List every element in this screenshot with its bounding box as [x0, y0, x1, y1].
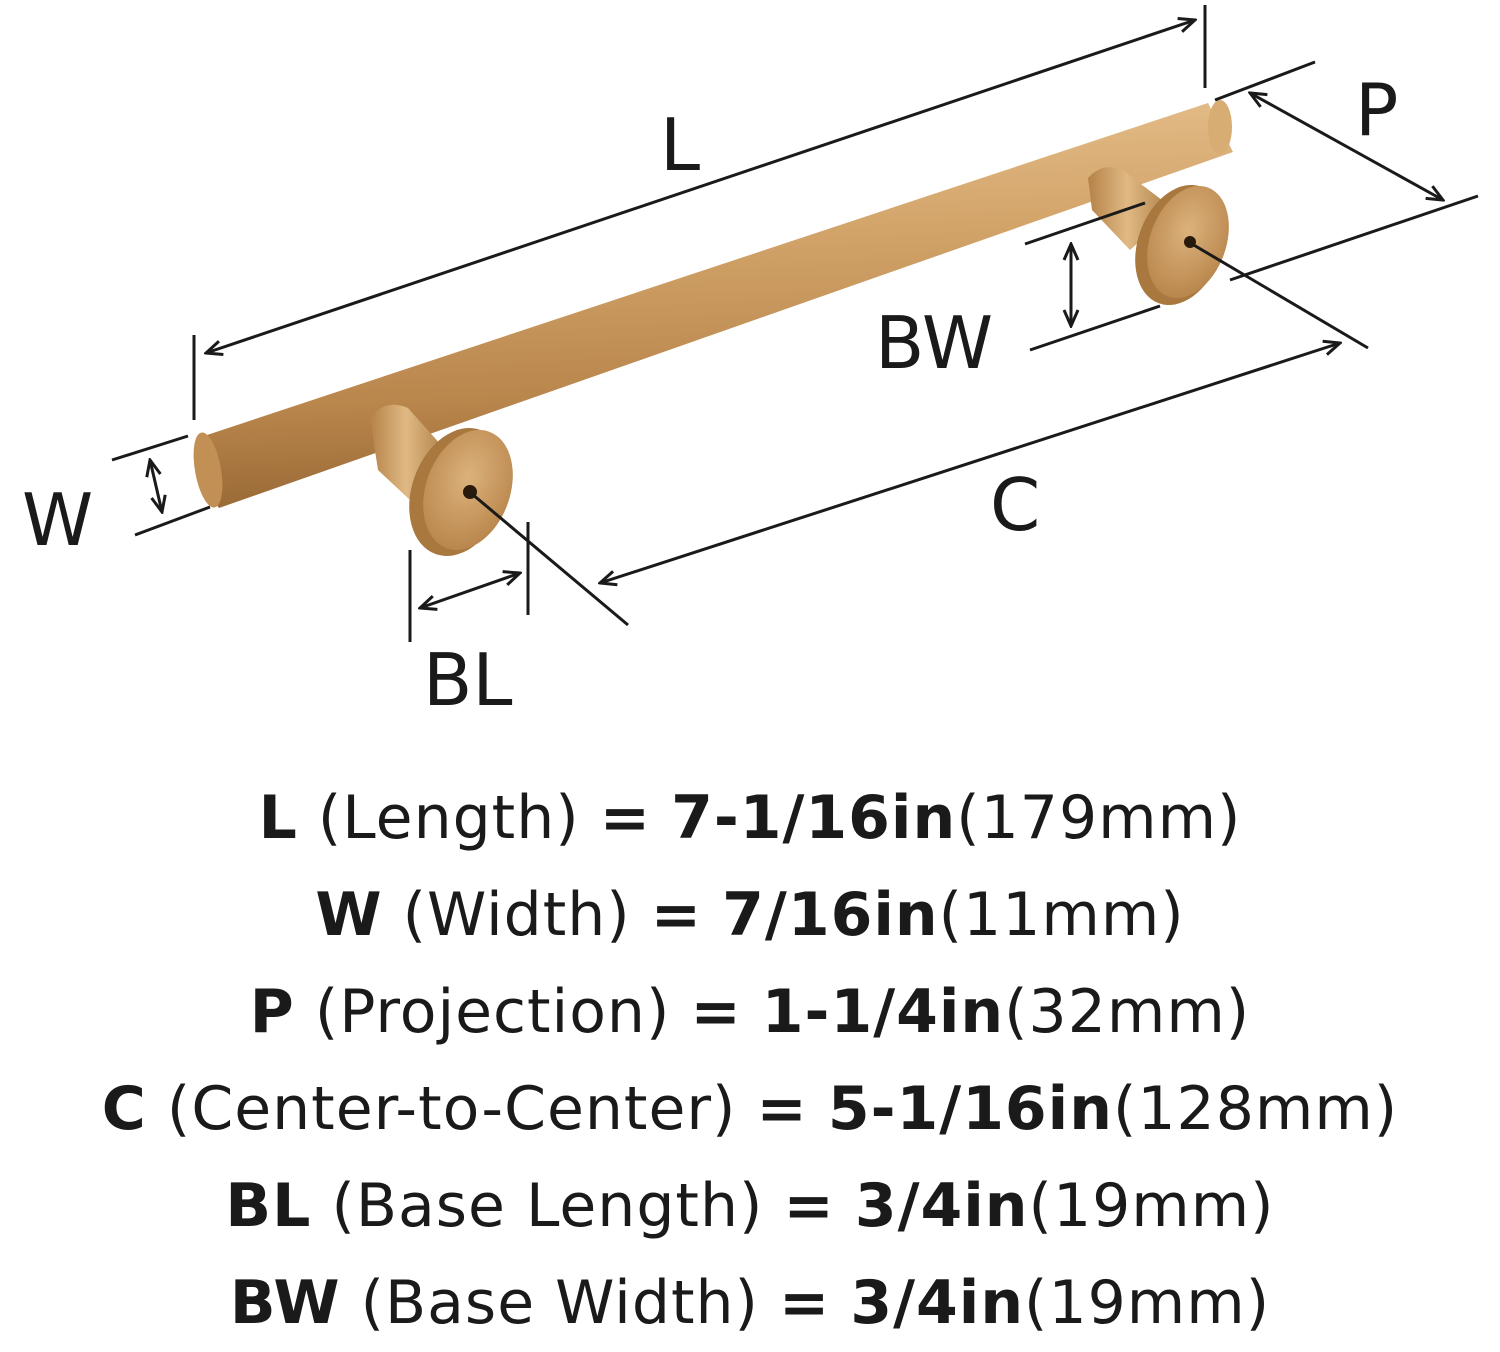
spec-equals: = — [650, 880, 703, 950]
spec-equals: = — [783, 1171, 835, 1241]
projection-label: P — [1355, 68, 1398, 152]
projection-arrow — [1250, 93, 1443, 200]
spec-projection: P (Projection) = 1-1/4in(32mm) — [0, 964, 1500, 1061]
length-arrow — [206, 20, 1195, 353]
projection-extension-bottom — [1229, 194, 1479, 282]
spec-metric: (19mm) — [1024, 1268, 1271, 1338]
spec-imperial: 1-1/4in — [761, 977, 1005, 1047]
spec-imperial: 7-1/16in — [671, 783, 957, 853]
spec-metric: (32mm) — [1004, 977, 1251, 1047]
dimension-lines — [111, 5, 1479, 642]
dimension-diagram: L P BW W C BL — [22, 5, 1479, 722]
spec-name: (Width) — [402, 880, 631, 950]
spec-metric: (179mm) — [956, 783, 1242, 853]
base-width-label: BW — [875, 301, 993, 385]
width-extension-bottom — [134, 505, 211, 537]
center-line-right — [1191, 242, 1369, 350]
width-arrow — [150, 460, 162, 512]
spec-metric: (11mm) — [938, 880, 1185, 950]
projection-extension-top — [1214, 60, 1316, 102]
spec-abbr: L — [258, 783, 298, 853]
spec-equals: = — [599, 783, 652, 853]
specifications-list: L (Length) = 7-1/16in(179mm) W (Width) =… — [0, 770, 1500, 1352]
spec-abbr: C — [101, 1074, 147, 1144]
spec-equals: = — [778, 1268, 831, 1338]
spec-imperial: 3/4in — [850, 1268, 1025, 1338]
handle-bar-end-far — [1208, 100, 1232, 154]
base-length-label: BL — [423, 638, 513, 722]
handle-bar — [197, 103, 1234, 508]
spec-abbr: P — [249, 977, 295, 1047]
base-width-extension-bottom — [1029, 304, 1161, 352]
spec-imperial: 5-1/16in — [827, 1074, 1113, 1144]
spec-imperial: 7/16in — [722, 880, 939, 950]
spec-center-to-center: C (Center-to-Center) = 5-1/16in(128mm) — [0, 1061, 1500, 1158]
spec-name: (Base Width) — [360, 1268, 759, 1338]
spec-abbr: BW — [229, 1268, 341, 1338]
spec-metric: (128mm) — [1112, 1074, 1399, 1144]
spec-abbr: W — [315, 880, 383, 950]
spec-equals: = — [690, 977, 742, 1047]
spec-imperial: 3/4in — [854, 1171, 1029, 1241]
spec-width: W (Width) = 7/16in(11mm) — [0, 867, 1500, 964]
spec-equals: = — [756, 1074, 808, 1144]
base-length-arrow — [420, 573, 520, 608]
spec-name: (Length) — [317, 783, 580, 853]
center-to-center-label: C — [990, 463, 1040, 547]
spec-abbr: BL — [225, 1171, 312, 1241]
spec-name: (Center-to-Center) — [166, 1074, 737, 1144]
spec-base-width: BW (Base Width) = 3/4in(19mm) — [0, 1255, 1500, 1352]
spec-length: L (Length) = 7-1/16in(179mm) — [0, 770, 1500, 867]
handle-illustration — [193, 100, 1234, 556]
center-arrow — [600, 343, 1340, 583]
length-label: L — [660, 103, 700, 187]
spec-metric: (19mm) — [1028, 1171, 1275, 1241]
width-extension-top — [111, 434, 189, 462]
handle-bar-end — [193, 432, 223, 508]
center-line-left — [471, 492, 629, 627]
spec-name: (Base Length) — [331, 1171, 764, 1241]
spec-base-length: BL (Base Length) = 3/4in(19mm) — [0, 1158, 1500, 1255]
base-width-extension-top — [1024, 201, 1146, 246]
spec-name: (Projection) — [314, 977, 671, 1047]
width-label: W — [22, 478, 93, 562]
